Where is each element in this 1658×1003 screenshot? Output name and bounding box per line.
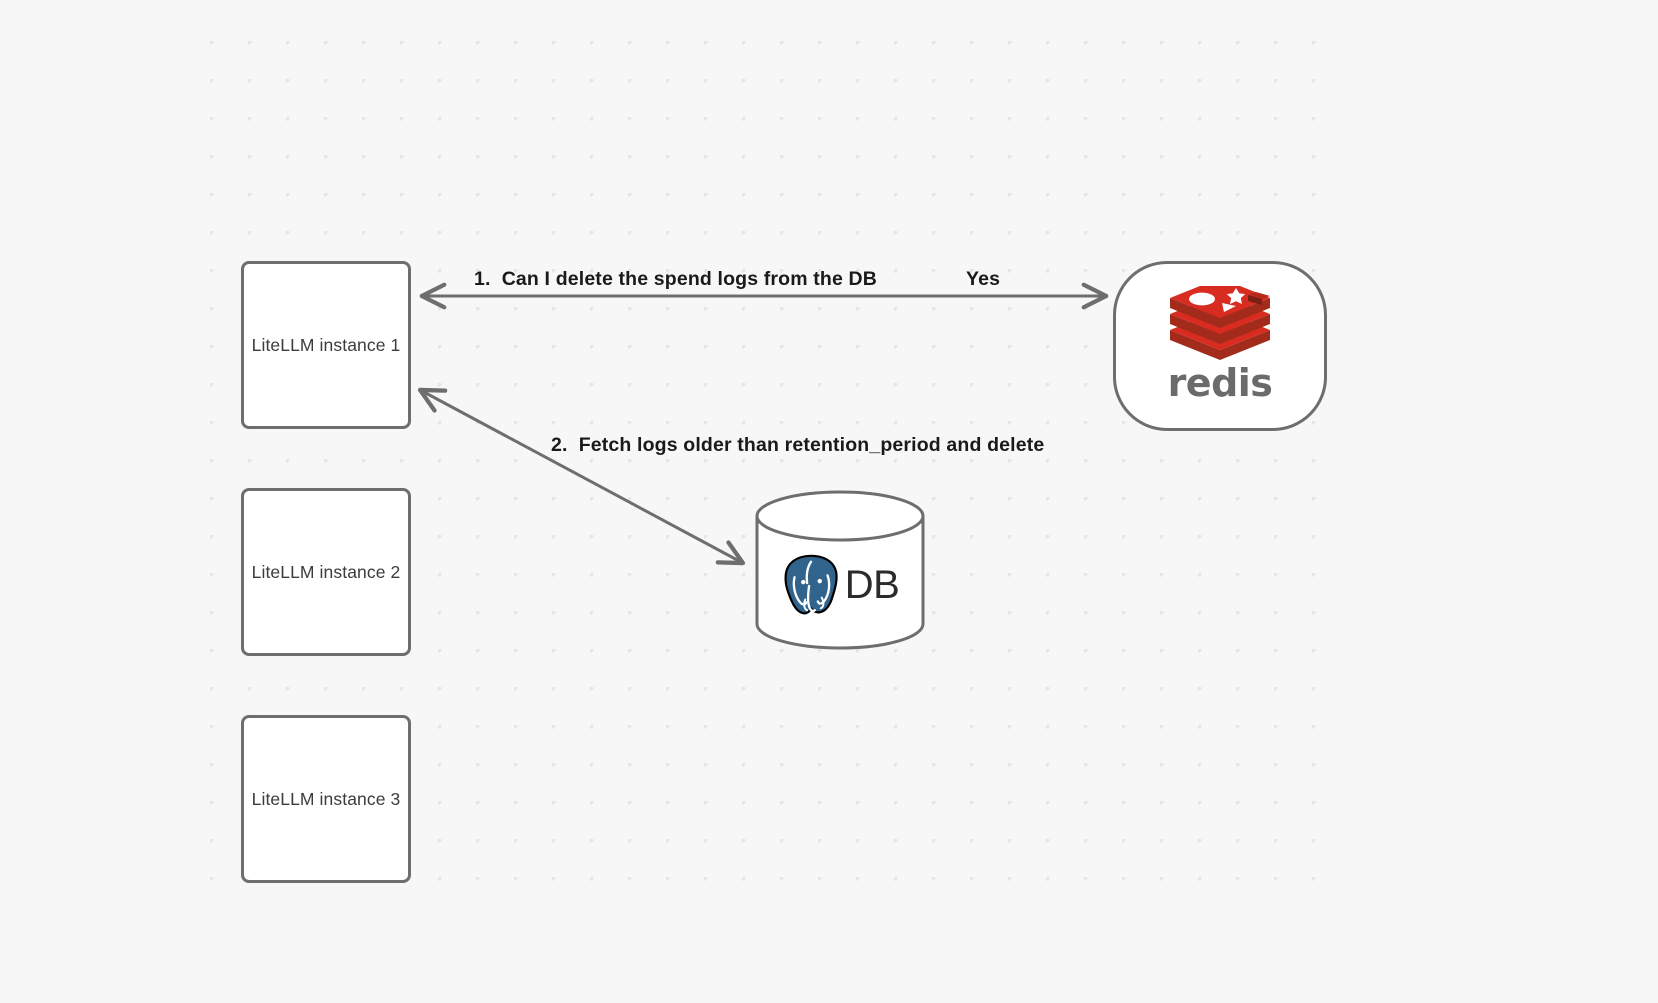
redis-stack-icon	[1170, 286, 1270, 360]
edge-litellm1-db	[417, 387, 746, 566]
postgresql-elephant-icon	[784, 554, 838, 615]
db-logo-and-label: DB	[754, 542, 926, 628]
edge-label-step-2: 2. Fetch logs older than retention_perio…	[551, 434, 1045, 456]
node-litellm-instance-2[interactable]: LiteLLM instance 2	[241, 488, 411, 656]
redis-logo: redis	[1166, 286, 1274, 402]
node-litellm-instance-1[interactable]: LiteLLM instance 1	[241, 261, 411, 429]
node-postgres-db[interactable]: DB	[754, 490, 926, 650]
cylinder-shape	[755, 490, 925, 650]
node-label: LiteLLM instance 3	[251, 788, 401, 809]
node-label: LiteLLM instance 1	[251, 334, 401, 355]
node-label: LiteLLM instance 2	[251, 561, 401, 582]
node-litellm-instance-3[interactable]: LiteLLM instance 3	[241, 715, 411, 883]
edge-label-step-1: 1. Can I delete the spend logs from the …	[474, 268, 878, 290]
redis-wordmark: redis	[1167, 361, 1273, 405]
node-redis[interactable]: redis	[1113, 261, 1327, 431]
db-label: DB	[844, 563, 900, 607]
edge-label-yes: Yes	[966, 268, 1001, 290]
